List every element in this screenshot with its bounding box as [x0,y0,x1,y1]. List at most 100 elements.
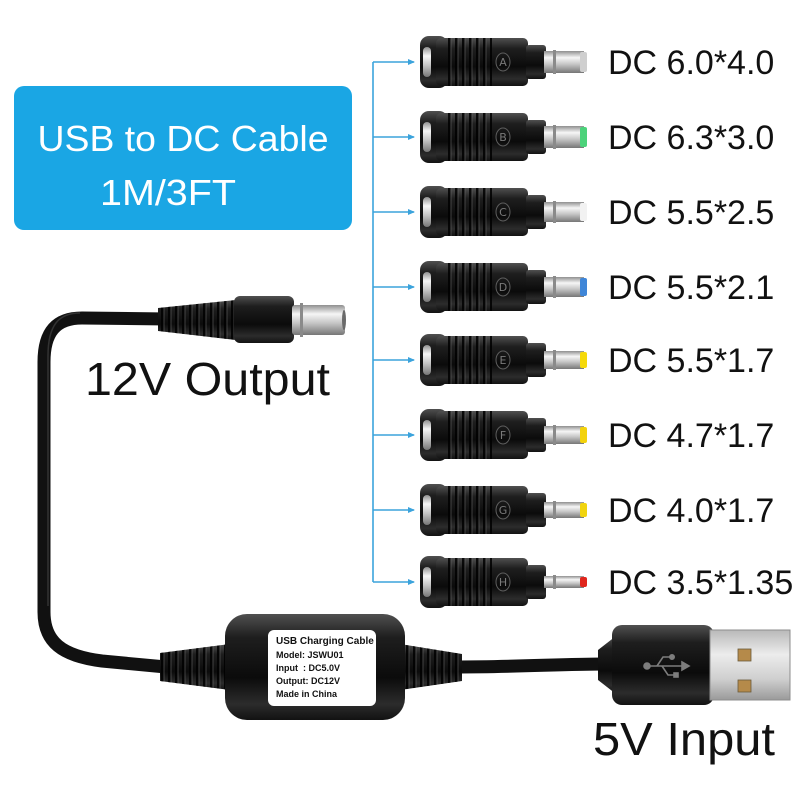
adapter-grip [446,263,492,311]
adapter-neck [526,45,546,79]
plug-barrel-end [342,310,346,330]
adapter-letter-badge [495,500,511,520]
adapter-socket [423,420,431,450]
adapter-neck [526,343,546,377]
adapter-letter-badge [495,202,511,222]
usb-plug-taper [598,636,616,694]
adapter-letter: H [499,576,507,589]
adapter-pin [544,51,584,73]
adapter-neck [526,270,546,304]
adapter-neck [526,418,546,452]
adapter-pin-lip [553,575,556,589]
usb-trident-icon [643,653,691,678]
adapter-letter-badge [495,52,511,72]
plug-barrel [292,305,345,335]
adapter-letter-badge [495,572,511,592]
adapter-letter: F [500,429,506,442]
boost-module: USB Charging Cable Model: JSWU01 Input :… [160,614,462,720]
adapter-b: B [420,111,587,163]
adapter-tip [580,427,587,443]
adapter-pin [544,351,584,369]
adapter-size-label: DC 5.5*1.7 [608,342,774,380]
adapter-f: F [420,409,587,461]
usb-plug-body [612,625,714,705]
adapter-size-label: DC 5.5*2.5 [608,194,774,232]
output-label: 12V Output [85,353,330,405]
adapter-socket [423,197,431,227]
adapter-letter: D [499,281,507,294]
adapter-grip [446,113,492,161]
adapter-tip [580,352,587,368]
module-label-origin: Made in China [276,689,338,699]
adapter-neck [526,120,546,154]
adapter-socket [423,345,431,375]
adapter-neck [526,565,546,599]
adapter-size-labels: DC 6.0*4.0DC 6.3*3.0DC 5.5*2.5DC 5.5*2.1… [608,44,793,602]
adapter-pin [544,202,584,222]
adapter-size-label: DC 4.7*1.7 [608,417,774,455]
adapter-pin-lip [553,501,556,519]
adapter-socket [423,567,431,597]
title-line-product: USB to DC Cable [38,118,329,159]
adapter-grip [446,486,492,534]
adapter-d: D [420,261,587,313]
adapter-pin-lip [553,276,556,298]
adapter-c: C [420,186,587,238]
adapter-letter: B [499,131,507,144]
adapter-tips: A B C D E F G H [420,36,587,608]
module-label-sticker [268,630,376,706]
adapter-tip [580,127,587,147]
adapter-letter: C [499,206,507,219]
title-line-length: 1M/3FT [100,172,236,213]
adapter-letter-badge [495,127,511,147]
adapter-grip [446,558,492,606]
adapter-pin [544,502,584,518]
adapter-socket [423,122,431,152]
adapter-socket [423,272,431,302]
module-label-title: USB Charging Cable [276,636,374,647]
adapter-socket [423,495,431,525]
adapter-grip [446,38,492,86]
adapter-letter: E [500,354,507,367]
cable-highlight [47,312,81,606]
usb-a-plug [598,625,791,705]
module-label-output: Output: DC12V [276,676,340,686]
adapter-size-label: DC 6.0*4.0 [608,44,774,82]
adapter-pin-lip [553,201,556,223]
adapter-tip [580,278,587,296]
adapter-pin-lip [553,425,556,445]
adapter-letter-badge [495,277,511,297]
adapter-letter-badge [495,350,511,370]
adapter-size-label: DC 4.0*1.7 [608,492,774,530]
adapter-size-label: DC 5.5*2.1 [608,269,774,307]
adapter-h: H [420,556,587,608]
adapter-socket [423,47,431,77]
plug-strain-ridges [158,300,236,340]
adapter-grip [446,411,492,459]
adapter-tip [580,503,587,517]
adapter-letter-badge [495,425,511,445]
module-ridges-left [160,644,230,690]
adapter-pin [544,576,584,588]
adapter-letter: G [499,504,508,517]
adapter-size-label: DC 3.5*1.35 [608,564,793,602]
adapter-neck [526,195,546,229]
module-ridges-right [400,644,462,690]
module-label-model: Model: JSWU01 [276,650,344,660]
title-box-background [14,86,352,230]
main-cable [37,311,613,674]
adapter-tip [580,203,587,221]
adapter-pin-lip [553,125,556,149]
adapter-grip [446,188,492,236]
adapter-letter: A [499,56,507,69]
adapter-tip [580,577,587,587]
adapter-pin [544,277,584,297]
adapter-a: A [420,36,587,88]
adapter-pin [544,426,584,444]
usb-shell-hole [737,679,752,693]
usb-shell-hole [737,648,752,662]
adapter-bracket [372,59,415,585]
adapter-grip [446,336,492,384]
cable-segment-input [448,657,613,674]
